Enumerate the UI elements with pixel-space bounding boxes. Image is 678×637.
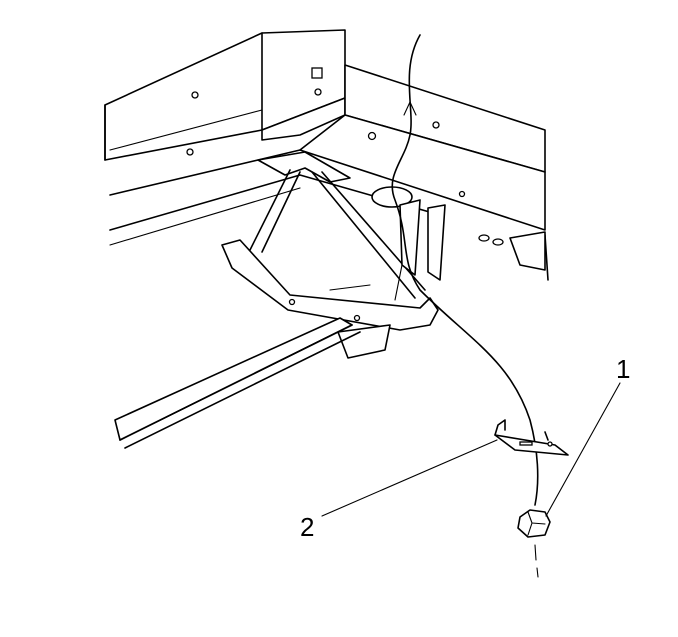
rear-crossmember bbox=[109, 64, 549, 281]
retaining-plate bbox=[494, 419, 569, 456]
lower-frame-rail bbox=[114, 317, 361, 449]
crossmember-bracket bbox=[261, 29, 346, 141]
cable-guide-brackets bbox=[394, 199, 446, 301]
hoist-triangle-bracket bbox=[221, 151, 439, 359]
leader-line-1 bbox=[545, 382, 621, 517]
hex-nut bbox=[517, 509, 551, 578]
callout-2: 2 bbox=[300, 512, 314, 542]
callout-1: 1 bbox=[616, 354, 630, 384]
callout-leaders bbox=[321, 382, 621, 517]
leader-line-2 bbox=[321, 439, 498, 517]
hoist-cable bbox=[391, 34, 539, 506]
